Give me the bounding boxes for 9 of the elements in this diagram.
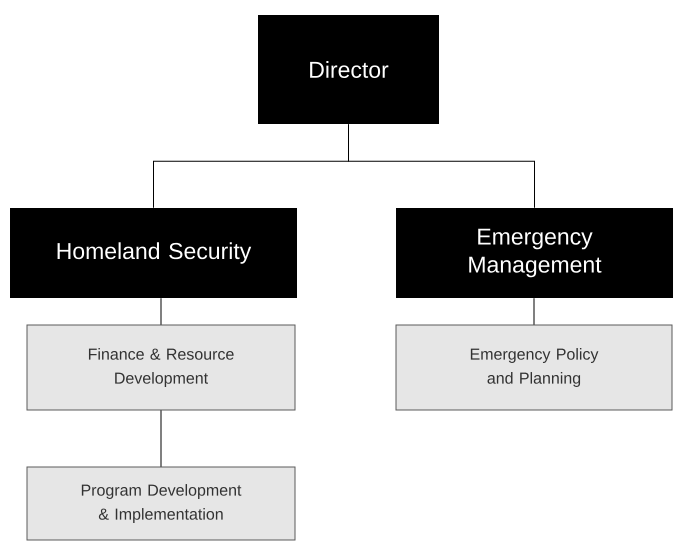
connector-line <box>348 124 535 208</box>
title-box: Director <box>258 15 439 124</box>
unit-box: Emergency Policy and Planning <box>396 324 672 410</box>
connector-line <box>160 410 162 467</box>
title-box: Homeland Security <box>10 208 297 298</box>
connector-line <box>160 298 162 325</box>
unit-box: Finance & Resource Development <box>26 324 296 410</box>
title-box: Emergency Management <box>396 208 673 298</box>
unit-box: Program Development & Implementation <box>26 466 296 540</box>
